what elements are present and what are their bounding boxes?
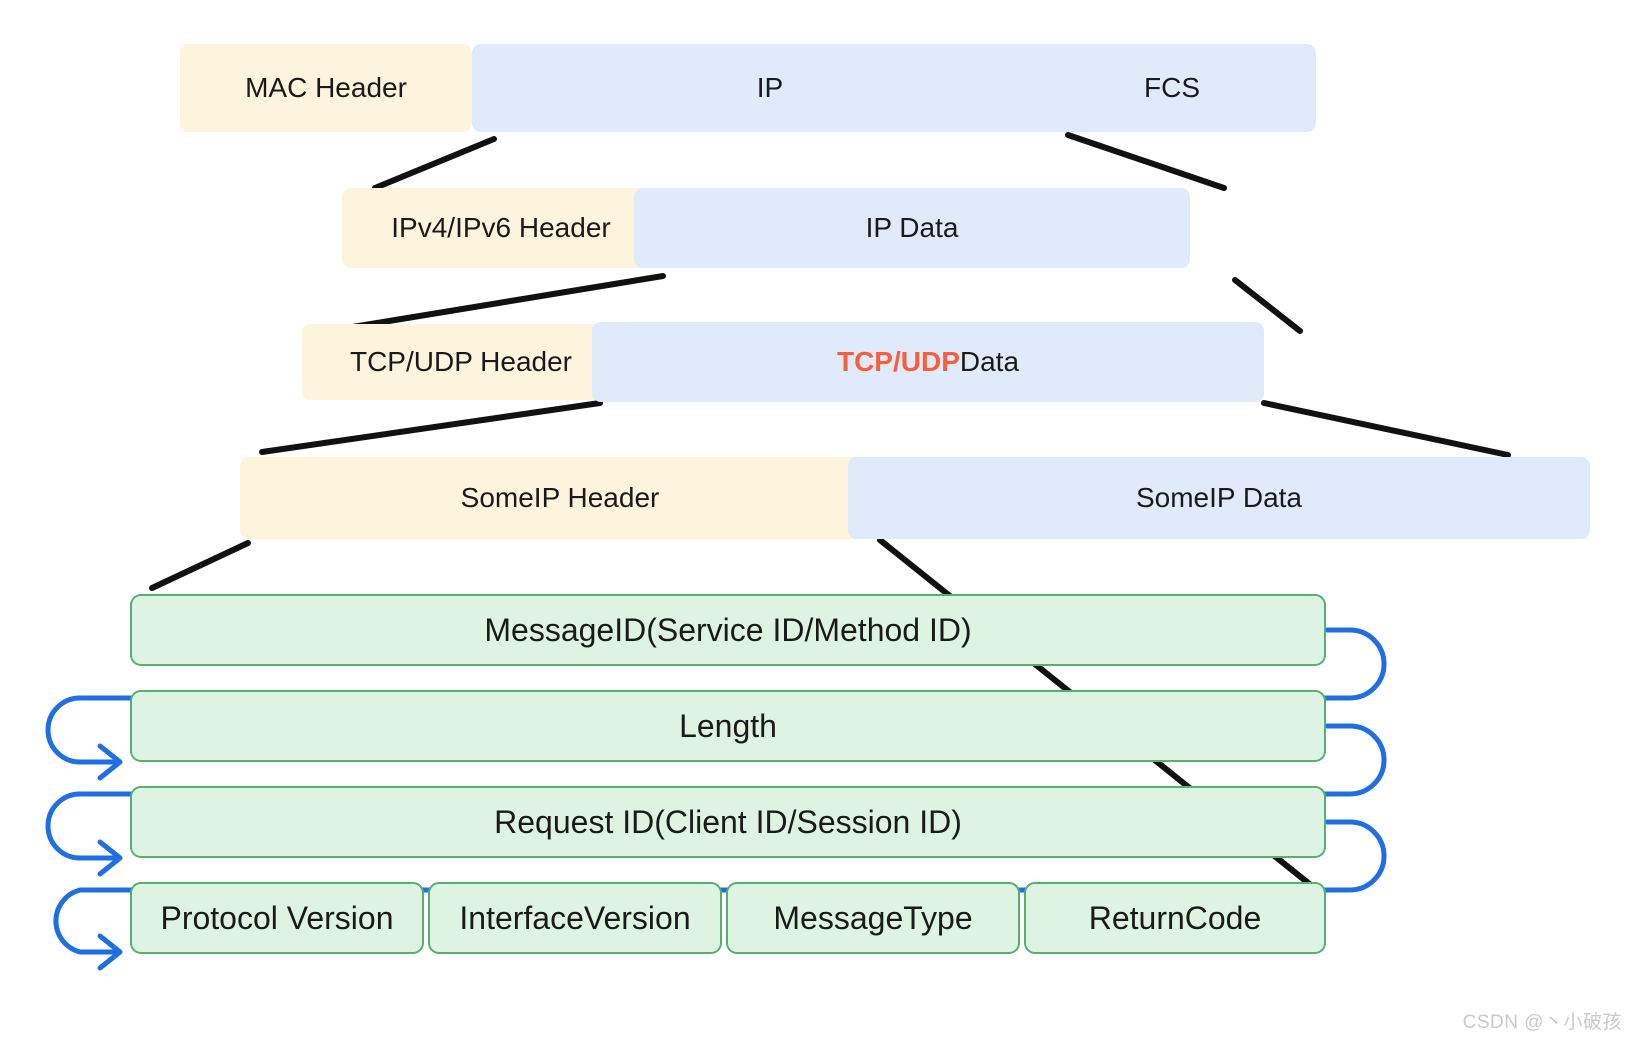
block-fcs: FCS (1028, 44, 1316, 132)
block-someip-data: SomeIP Data (848, 457, 1590, 539)
field-return-code: ReturnCode (1024, 882, 1326, 954)
arrowhead-length-icon (97, 743, 123, 781)
field-interface-version: InterfaceVersion (428, 882, 722, 954)
block-tcp-udp-data: TCP/UDP Data (592, 322, 1264, 402)
block-ipv4-ipv6-header: IPv4/IPv6 Header (342, 188, 660, 268)
field-message-type: MessageType (726, 882, 1020, 954)
block-tcp-udp-header: TCP/UDP Header (302, 324, 620, 400)
tcp-udp-data-suffix: Data (959, 345, 1020, 377)
block-mac-header: MAC Header (180, 44, 472, 132)
tcp-udp-accent-text: TCP/UDP (836, 345, 960, 377)
field-request-id: Request ID(Client ID/Session ID) (130, 786, 1326, 858)
leader-someipheader-to-fields (149, 540, 251, 591)
leader-ip-to-ipv4header (372, 136, 497, 191)
leader-tcpdata-to-someipdata (1261, 400, 1511, 458)
block-ip: IP (472, 44, 1068, 132)
field-protocol-version: Protocol Version (130, 882, 424, 954)
block-ip-data: IP Data (634, 188, 1190, 268)
block-someip-header: SomeIP Header (240, 457, 880, 539)
arrowhead-requestid-icon (97, 839, 123, 877)
field-message-id: MessageID(Service ID/Method ID) (130, 594, 1326, 666)
arrowhead-protocolversion-icon (97, 933, 123, 971)
watermark: CSDN @丶小破孩 (1462, 1012, 1622, 1033)
field-length: Length (130, 690, 1326, 762)
leader-tcpdata-to-someipheader (259, 400, 603, 455)
leader-ip-to-ipdata (1065, 132, 1227, 191)
